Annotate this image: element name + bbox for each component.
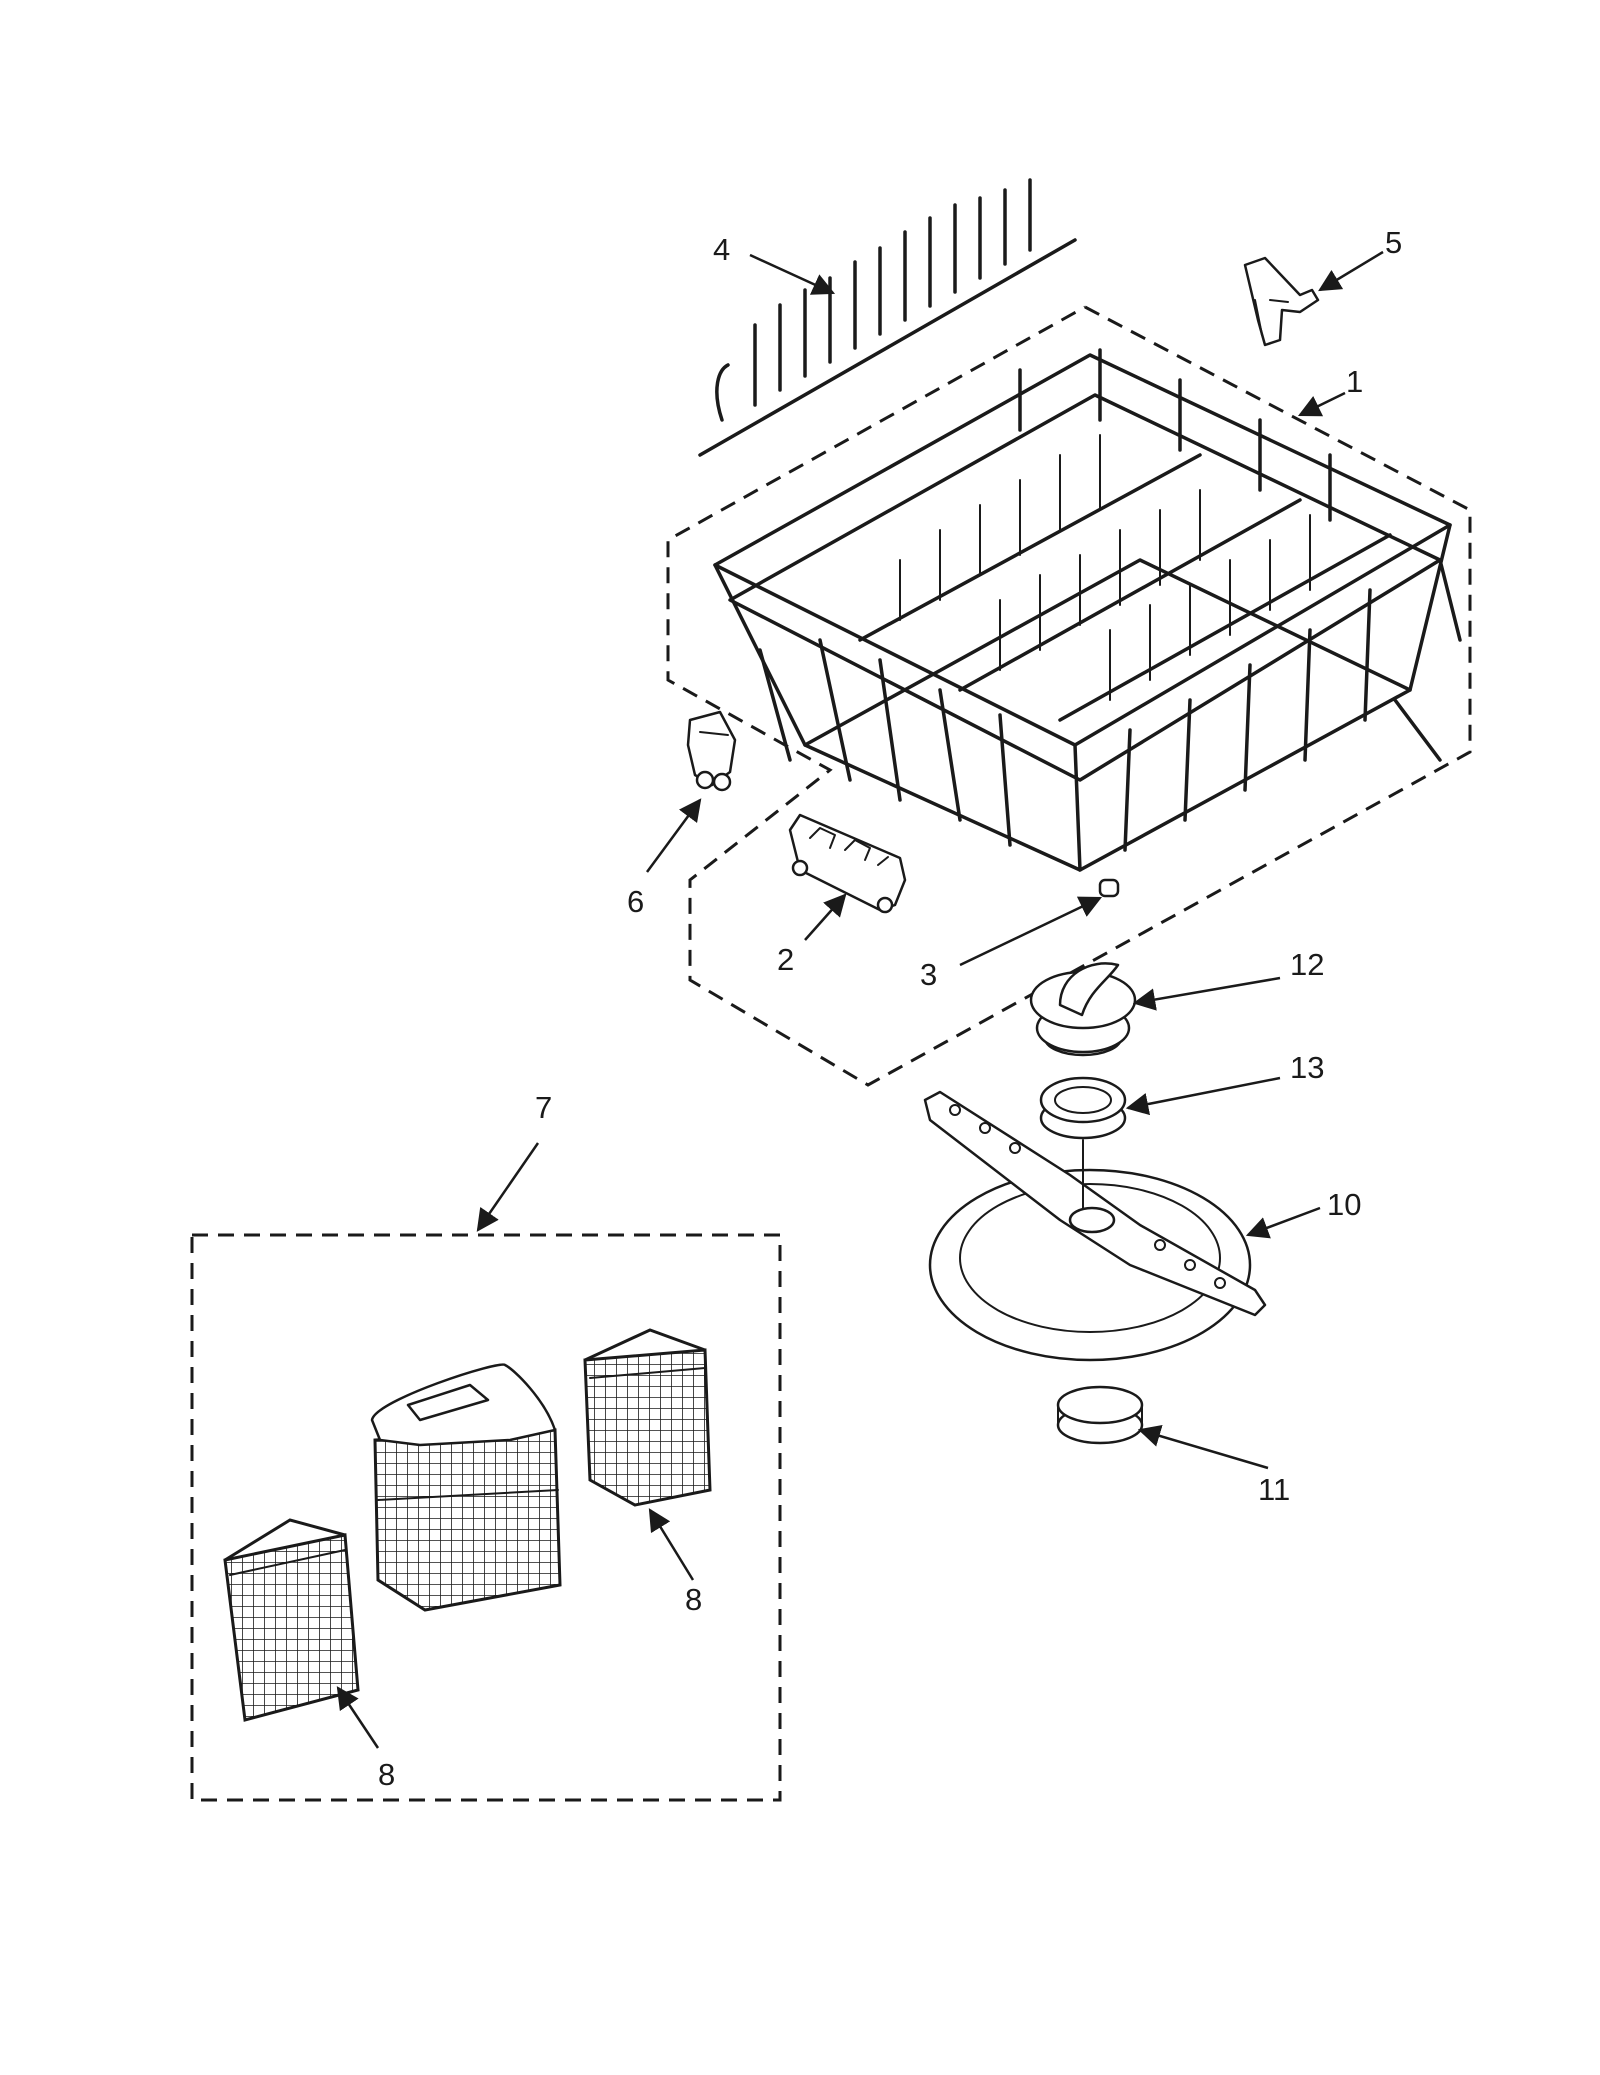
rack-assembly-outline xyxy=(666,305,1472,1087)
center-basket xyxy=(370,1363,562,1612)
leader-3 xyxy=(959,896,1103,967)
callout-5: 5 xyxy=(1385,225,1402,260)
bottom-ring-part xyxy=(1056,1385,1144,1445)
tine-row-part xyxy=(698,178,1077,457)
leader-4 xyxy=(749,253,836,295)
callout-3: 3 xyxy=(920,957,937,992)
callout-1: 1 xyxy=(1346,364,1363,399)
callout-8-right: 8 xyxy=(685,1582,702,1617)
leader-11 xyxy=(1137,1424,1269,1470)
callout-11: 11 xyxy=(1258,1472,1290,1507)
callout-6: 6 xyxy=(627,884,644,919)
callout-8-left: 8 xyxy=(378,1757,395,1792)
spray-arm-part xyxy=(923,1090,1267,1362)
callout-13: 13 xyxy=(1290,1050,1324,1085)
callout-4: 4 xyxy=(713,232,730,267)
roller-rail-part xyxy=(788,813,907,914)
wheel-bracket-part xyxy=(686,710,737,792)
callout-10: 10 xyxy=(1327,1187,1361,1222)
leader-10 xyxy=(1245,1206,1321,1239)
basket-assembly-outline xyxy=(190,1233,782,1802)
leader-2 xyxy=(804,893,847,941)
seal-ring-part xyxy=(1039,1076,1127,1140)
leader-5 xyxy=(1318,250,1384,292)
leader-7 xyxy=(476,1142,540,1232)
dishrack-part xyxy=(713,348,1462,872)
leader-13 xyxy=(1125,1076,1281,1116)
small-basket-right xyxy=(583,1328,712,1507)
callout-2: 2 xyxy=(777,942,794,977)
callout-12: 12 xyxy=(1290,947,1324,982)
leader-12 xyxy=(1132,976,1281,1011)
leader-8a xyxy=(648,1508,695,1581)
leader-8b xyxy=(336,1686,380,1749)
callout-7: 7 xyxy=(535,1090,552,1125)
leader-6 xyxy=(645,798,702,873)
leader-1 xyxy=(1297,391,1346,417)
rack-clip-part xyxy=(1243,256,1320,347)
spray-hub-part xyxy=(1029,962,1137,1057)
stud-part xyxy=(1098,878,1120,898)
